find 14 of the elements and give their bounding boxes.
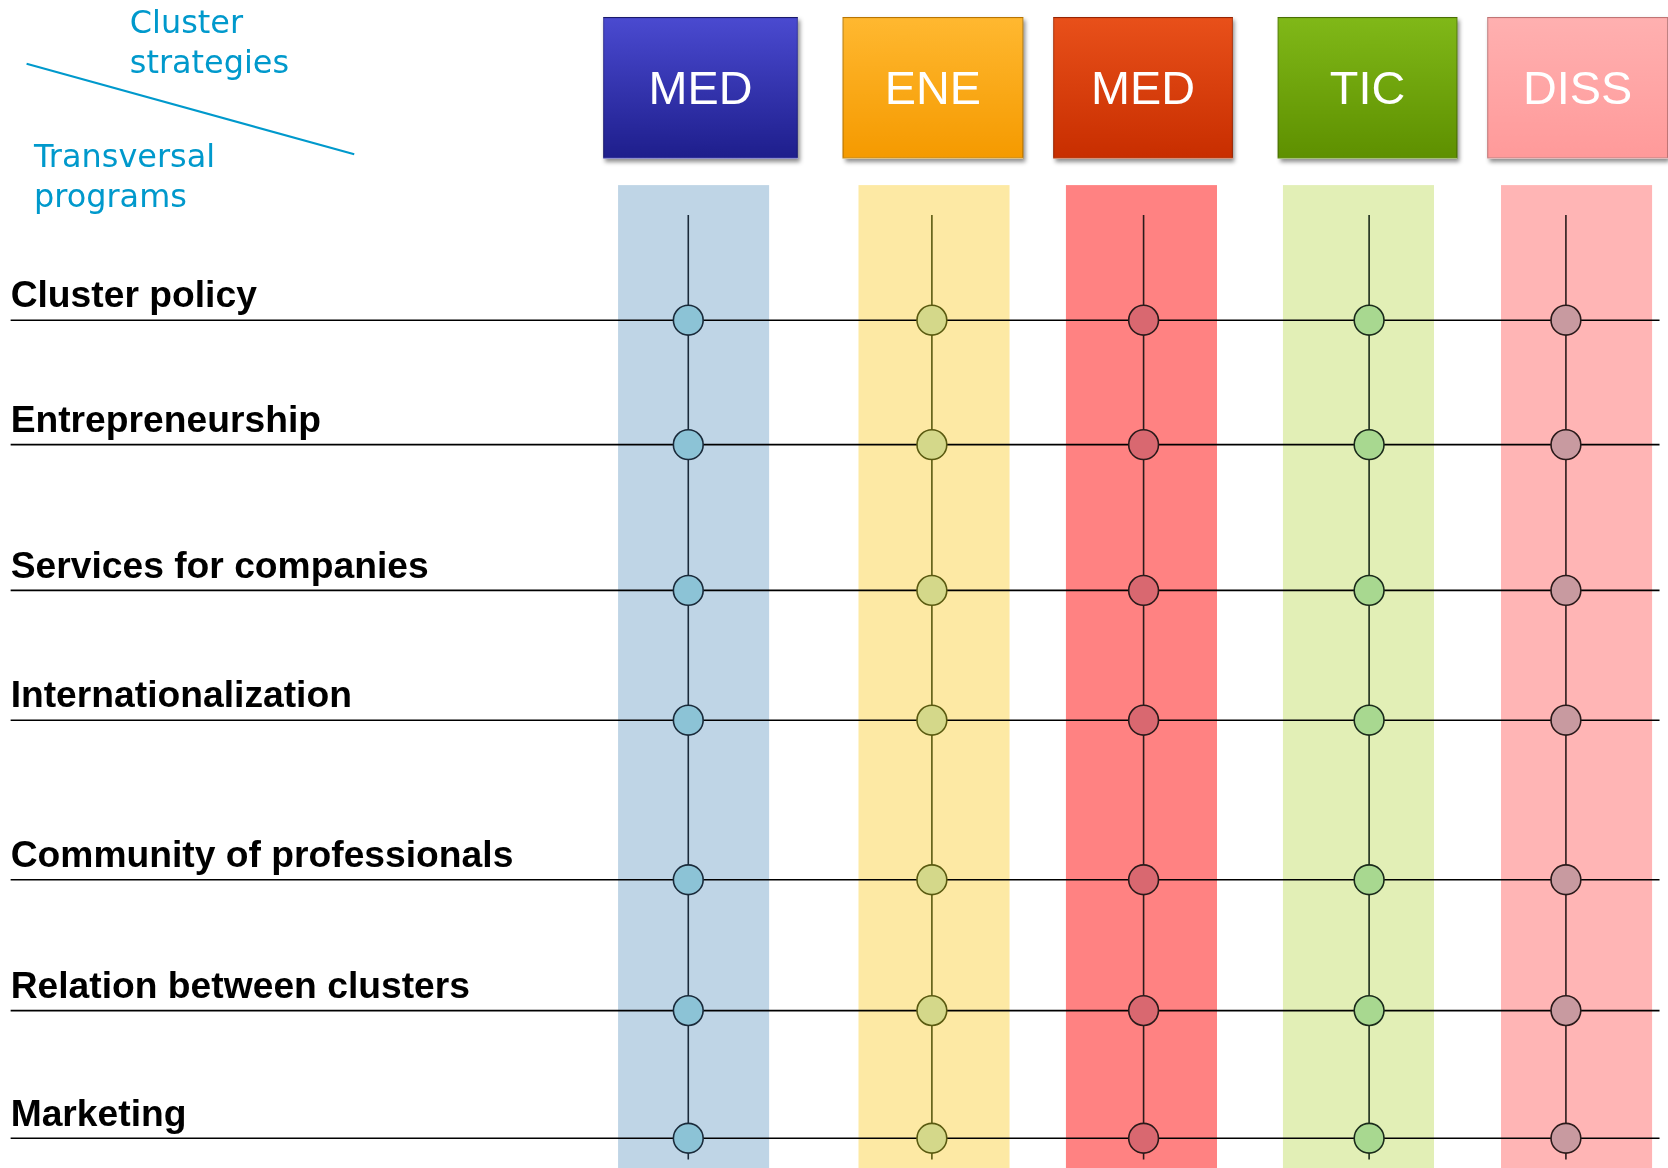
- row-label: Community of professionals: [10, 832, 514, 876]
- axis-label: Cluster strategies: [129, 2, 291, 83]
- row-label: Marketing: [10, 1091, 187, 1134]
- axis-label: Transversal programs: [34, 136, 217, 217]
- row-label: Cluster policy: [10, 273, 257, 316]
- column-header-box: DISS: [1487, 17, 1668, 159]
- column-header-box: MED: [1053, 17, 1233, 159]
- row-label: Internationalization: [10, 673, 352, 716]
- row-label: Services for companies: [10, 543, 429, 587]
- column-header-box: MED: [603, 17, 798, 159]
- column-header-box: TIC: [1277, 17, 1458, 159]
- row-label: Relation between clusters: [10, 963, 470, 1007]
- column-header-box: ENE: [842, 17, 1024, 159]
- row-label: Entrepreneurship: [10, 397, 321, 441]
